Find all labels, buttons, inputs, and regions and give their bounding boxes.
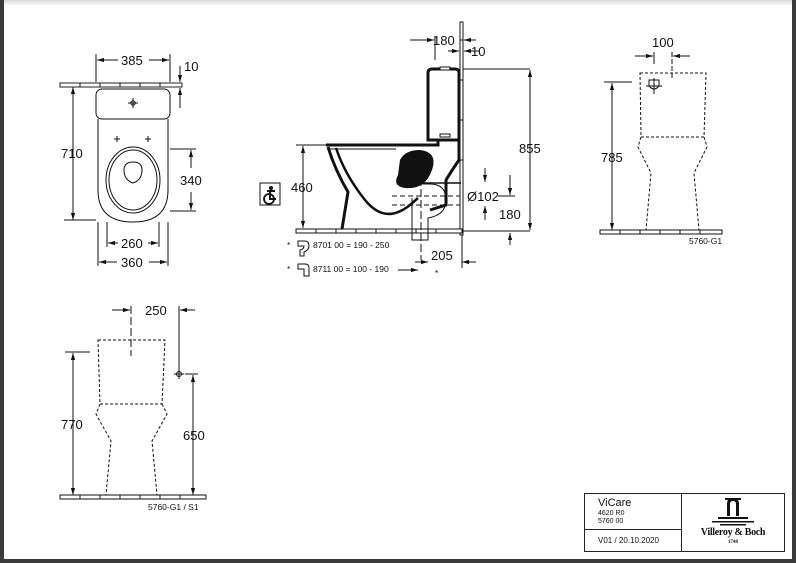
bend-pipe-icon (297, 240, 310, 257)
flush-button-icon (128, 98, 138, 108)
dim-side-outlet-offset-note: * (435, 268, 439, 278)
dim-side-total-height: 855 (519, 141, 541, 156)
dim-top-seat-depth: 340 (180, 173, 202, 188)
dim-side-seat-height: 460 (291, 180, 313, 195)
tank-outline (95, 88, 171, 120)
water-supply-icon (174, 369, 184, 379)
seat-inner-outline (108, 149, 158, 211)
front2-floor-line (59, 494, 207, 500)
title-block-info: ViCare 4620 R0 5760 00 V01 / 20.10.2020 (585, 494, 682, 551)
dim-front-height: 785 (601, 150, 623, 165)
dim-top-wall-gap: 10 (184, 59, 198, 74)
front-floor-line (599, 229, 723, 235)
wheelchair-icon (259, 182, 281, 206)
front2-tank-dashed (97, 339, 166, 405)
brand-year: 1748 (728, 540, 738, 545)
dim-side-outlet-height: 180 (499, 207, 521, 222)
dim-top-bowl-inner: 260 (121, 236, 143, 251)
seat-hinge-marks (114, 136, 151, 142)
dim-side-outlet-offset: 205 (431, 248, 453, 263)
dim-side-outlet-diameter: Ø102 (467, 189, 499, 204)
title-block: ViCare 4620 R0 5760 00 V01 / 20.10.2020 … (584, 493, 785, 552)
front-inlet-icon (646, 78, 662, 94)
dim-front2-height: 770 (61, 417, 83, 432)
dim-side-wall-gap: 10 (471, 44, 485, 59)
dim-top-tank-width: 385 (121, 53, 143, 68)
top-view (59, 54, 196, 266)
outlet-pipe (411, 183, 447, 241)
front-tank-dashed (639, 72, 707, 138)
bowl-outline (97, 119, 169, 223)
dim-front2-inlet-offset: 250 (145, 303, 167, 318)
brand-logo: Villeroy & Boch 1748 (682, 494, 784, 551)
side-tank-outline (426, 67, 461, 142)
straight-pipe-icon (297, 263, 310, 277)
seat-outline (105, 146, 161, 214)
dim-side-tank-depth: 180 (433, 33, 455, 48)
front-view-top (599, 52, 723, 235)
side-bowl-outline (326, 138, 461, 212)
front-bowl-dashed (637, 136, 708, 231)
side-trap-water (396, 150, 434, 189)
castle-emblem-icon (712, 498, 754, 526)
window-left-border (0, 0, 4, 563)
side-view (295, 21, 533, 273)
front2-ref-code: 5760-G1 / S1 (148, 502, 199, 512)
side-floor-line (295, 228, 463, 234)
window-top-shadow (4, 0, 792, 6)
note-1-text: 8701 00 = 190 - 250 (313, 240, 390, 250)
version-date: V01 / 20.10.2020 (598, 536, 659, 545)
note-2-text: 8711 00 = 100 - 190 (313, 264, 389, 274)
note-1-marker: * (287, 240, 291, 250)
product-name: ViCare (598, 497, 632, 509)
brand-name: Villeroy & Boch (700, 527, 766, 538)
title-block-product: ViCare 4620 R0 5760 00 (585, 494, 681, 530)
bowl-opening (123, 161, 143, 184)
dim-front2-water-supply-height: 650 (183, 428, 205, 443)
article-code-1: 4620 R0 (598, 510, 625, 517)
dim-top-depth: 710 (61, 146, 83, 161)
article-code-2: 5760 00 (598, 518, 624, 525)
window-bottom-border (0, 559, 796, 563)
front-ref-code: 5760-G1 (689, 236, 722, 246)
front-view-bottom (59, 306, 207, 500)
window-right-border (792, 0, 796, 563)
note-2-marker: * (287, 264, 291, 274)
wall-line (59, 82, 183, 88)
dim-front-inlet-offset: 100 (652, 35, 674, 50)
front2-bowl-dashed (95, 403, 168, 496)
dim-top-bowl-outer: 360 (121, 255, 143, 270)
